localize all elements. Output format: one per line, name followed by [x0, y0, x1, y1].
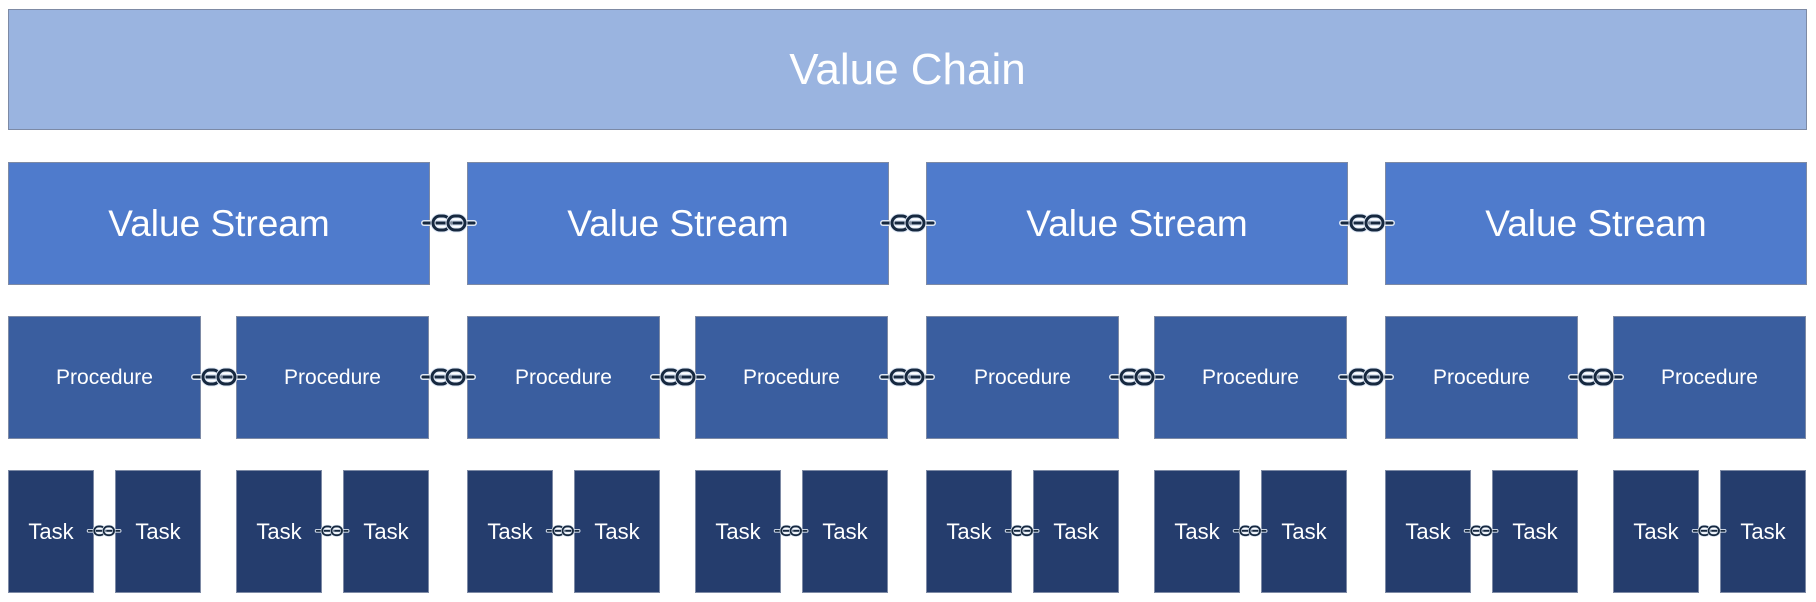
task-box-12: Task — [1261, 470, 1347, 593]
task-box-10: Task — [1033, 470, 1119, 593]
chain-link-icon — [420, 367, 476, 387]
task-box-12-label: Task — [1281, 518, 1327, 544]
chain-link-icon — [1233, 525, 1268, 537]
task-box-11: Task — [1154, 470, 1240, 593]
procedure-box-4-label: Procedure — [743, 365, 840, 389]
value-chain-label: Value Chain — [789, 44, 1026, 94]
chain-link-icon — [649, 367, 706, 387]
task-box-16-label: Task — [1740, 518, 1786, 544]
value-stream-box-2-label: Value Stream — [567, 202, 789, 244]
procedure-box-7: Procedure — [1385, 316, 1578, 439]
procedure-box-1: Procedure — [8, 316, 201, 439]
procedure-box-2: Procedure — [236, 316, 429, 439]
value-stream-box-1: Value Stream — [8, 162, 430, 285]
task-box-7: Task — [695, 470, 781, 593]
procedure-box-6: Procedure — [1154, 316, 1347, 439]
procedure-box-2-label: Procedure — [284, 365, 381, 389]
task-box-13-label: Task — [1405, 518, 1451, 544]
value-stream-box-2: Value Stream — [467, 162, 889, 285]
value-chain-box: Value Chain — [8, 9, 1807, 130]
value-stream-box-3: Value Stream — [926, 162, 1348, 285]
task-box-15-label: Task — [1633, 518, 1679, 544]
procedure-box-3: Procedure — [467, 316, 660, 439]
task-box-10-label: Task — [1053, 518, 1099, 544]
value-stream-box-3-label: Value Stream — [1026, 202, 1248, 244]
chain-link-icon — [1692, 525, 1727, 537]
task-box-15: Task — [1613, 470, 1699, 593]
task-box-14: Task — [1492, 470, 1578, 593]
chain-link-icon — [315, 525, 350, 537]
task-box-4-label: Task — [363, 518, 409, 544]
chain-link-icon — [1005, 525, 1040, 537]
value-stream-box-4-label: Value Stream — [1485, 202, 1707, 244]
chain-link-icon — [1108, 367, 1165, 387]
task-box-16: Task — [1720, 470, 1806, 593]
task-box-7-label: Task — [715, 518, 761, 544]
task-box-3-label: Task — [256, 518, 302, 544]
task-box-3: Task — [236, 470, 322, 593]
chain-link-icon — [190, 367, 247, 387]
task-box-8: Task — [802, 470, 888, 593]
value-stream-box-4: Value Stream — [1385, 162, 1807, 285]
chain-link-icon — [87, 525, 122, 537]
chain-link-icon — [1464, 525, 1499, 537]
procedure-box-7-label: Procedure — [1433, 365, 1530, 389]
task-box-9-label: Task — [946, 518, 992, 544]
procedure-box-5-label: Procedure — [974, 365, 1071, 389]
chain-link-icon — [1338, 213, 1395, 233]
chain-link-icon — [879, 367, 935, 387]
chain-link-icon — [879, 213, 936, 233]
task-box-11-label: Task — [1174, 518, 1220, 544]
task-box-14-label: Task — [1512, 518, 1558, 544]
task-box-6-label: Task — [594, 518, 640, 544]
task-box-8-label: Task — [822, 518, 868, 544]
task-box-2: Task — [115, 470, 201, 593]
task-box-1-label: Task — [28, 518, 74, 544]
task-box-13: Task — [1385, 470, 1471, 593]
procedure-box-3-label: Procedure — [515, 365, 612, 389]
value-stream-box-1-label: Value Stream — [108, 202, 330, 244]
task-box-4: Task — [343, 470, 429, 593]
procedure-box-5: Procedure — [926, 316, 1119, 439]
chain-link-icon — [546, 525, 581, 537]
task-box-9: Task — [926, 470, 1012, 593]
chain-link-icon — [1567, 367, 1624, 387]
task-box-6: Task — [574, 470, 660, 593]
procedure-box-4: Procedure — [695, 316, 888, 439]
chain-link-icon — [774, 525, 809, 537]
task-box-1: Task — [8, 470, 94, 593]
task-box-5-label: Task — [487, 518, 533, 544]
procedure-box-1-label: Procedure — [56, 365, 153, 389]
chain-link-icon — [420, 213, 477, 233]
procedure-box-8-label: Procedure — [1661, 365, 1758, 389]
task-box-5: Task — [467, 470, 553, 593]
procedure-box-8: Procedure — [1613, 316, 1806, 439]
chain-link-icon — [1338, 367, 1394, 387]
procedure-box-6-label: Procedure — [1202, 365, 1299, 389]
task-box-2-label: Task — [135, 518, 181, 544]
